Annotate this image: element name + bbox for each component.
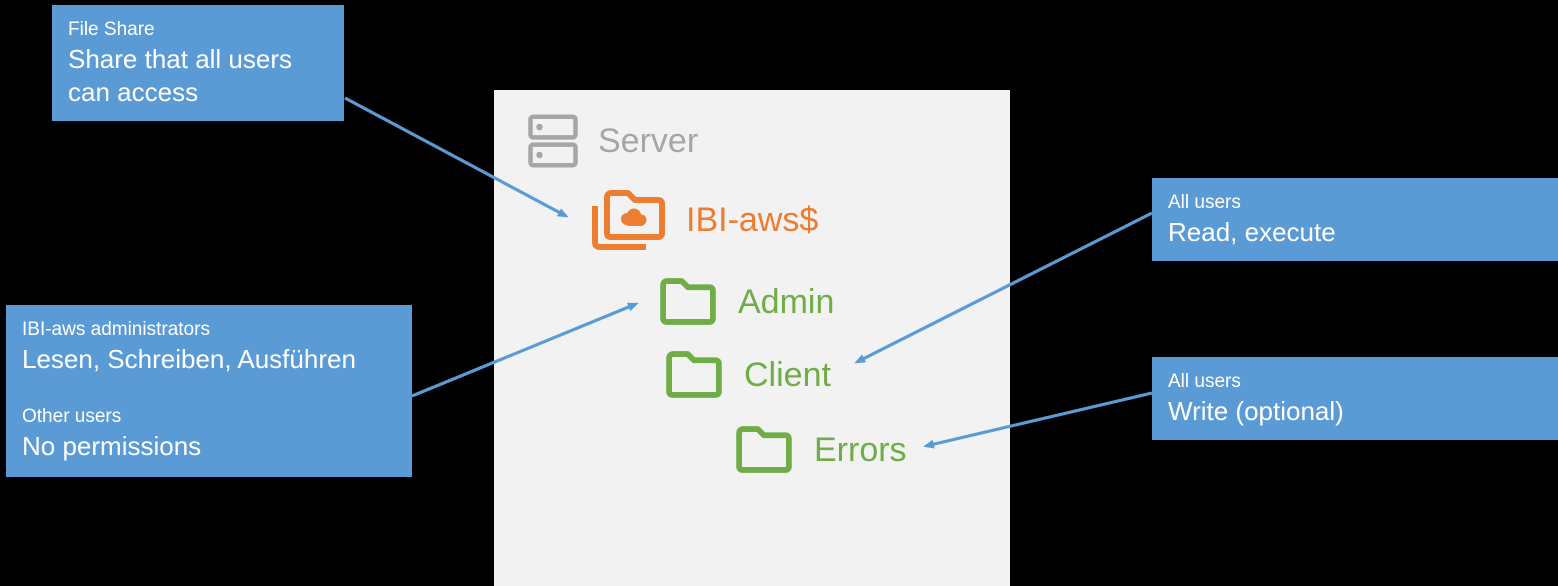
folder-label-admin: Admin	[738, 282, 835, 321]
callout-write-body: Write (optional)	[1168, 396, 1344, 426]
cloud-icon	[621, 208, 647, 226]
callout-write-optional: All users Write (optional)	[1152, 357, 1558, 440]
shared-cloud-folder-icon	[592, 190, 665, 250]
callout-admins-body-2: No permissions	[22, 431, 202, 461]
server-icon	[528, 114, 578, 168]
server-label: Server	[598, 122, 699, 160]
root-share-row: IBI-aws$	[588, 186, 818, 254]
root-share-label: IBI-aws$	[686, 201, 819, 239]
folder-label-client: Client	[744, 355, 831, 394]
callout-file-share-body: Share that all users can access	[68, 44, 293, 107]
callout-file-share-title: File Share	[68, 19, 155, 40]
folder-icon	[660, 278, 716, 325]
server-row: Server	[526, 112, 698, 170]
folder-row-errors: Errors	[732, 421, 907, 478]
callout-write-title: All users	[1168, 371, 1241, 392]
callout-read-body: Read, execute	[1168, 217, 1336, 247]
callout-admins-spacer	[22, 376, 396, 404]
callout-admins-title-2: Other users	[22, 406, 122, 427]
callout-read-title: All users	[1168, 192, 1241, 213]
folder-label-errors: Errors	[814, 430, 907, 469]
callout-admins: IBI-aws administrators Lesen, Schreiben,…	[6, 305, 412, 477]
callout-admins-title-1: IBI-aws administrators	[22, 319, 210, 340]
folder-icon	[666, 351, 722, 398]
callout-admins-body-1: Lesen, Schreiben, Ausführen	[22, 344, 356, 374]
folder-icon	[736, 426, 792, 473]
callout-file-share: File Share Share that all users can acce…	[52, 5, 344, 121]
folder-row-admin: Admin	[656, 273, 834, 330]
callout-read-execute: All users Read, execute	[1152, 178, 1558, 261]
server-panel: Server IBI-aws$ Admin	[494, 90, 1010, 586]
folder-row-client: Client	[662, 346, 831, 403]
